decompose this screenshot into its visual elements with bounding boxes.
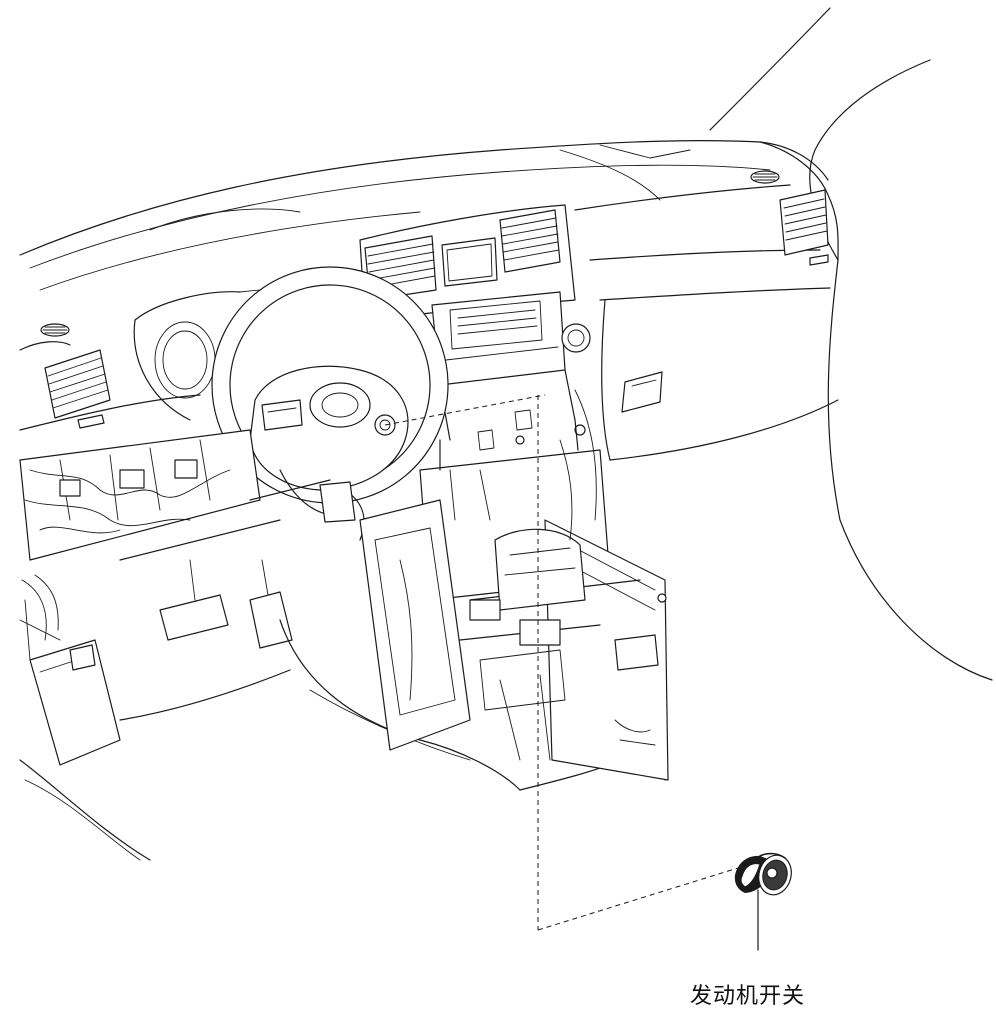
windshield-pillar	[709, 7, 993, 681]
engine-switch-label: 发动机开关	[690, 984, 806, 1009]
console-frame	[359, 389, 669, 781]
driver-vent	[19, 323, 201, 431]
passenger-dash	[574, 170, 839, 461]
pedals	[159, 559, 293, 649]
dashboard-top	[19, 139, 839, 291]
left-floor	[19, 599, 151, 861]
engine-switch-icon	[734, 852, 792, 951]
center-stack-panel	[431, 291, 591, 451]
under-dash-wiring	[19, 429, 331, 641]
leader-lines	[384, 394, 739, 931]
steering-wheel	[211, 266, 449, 541]
